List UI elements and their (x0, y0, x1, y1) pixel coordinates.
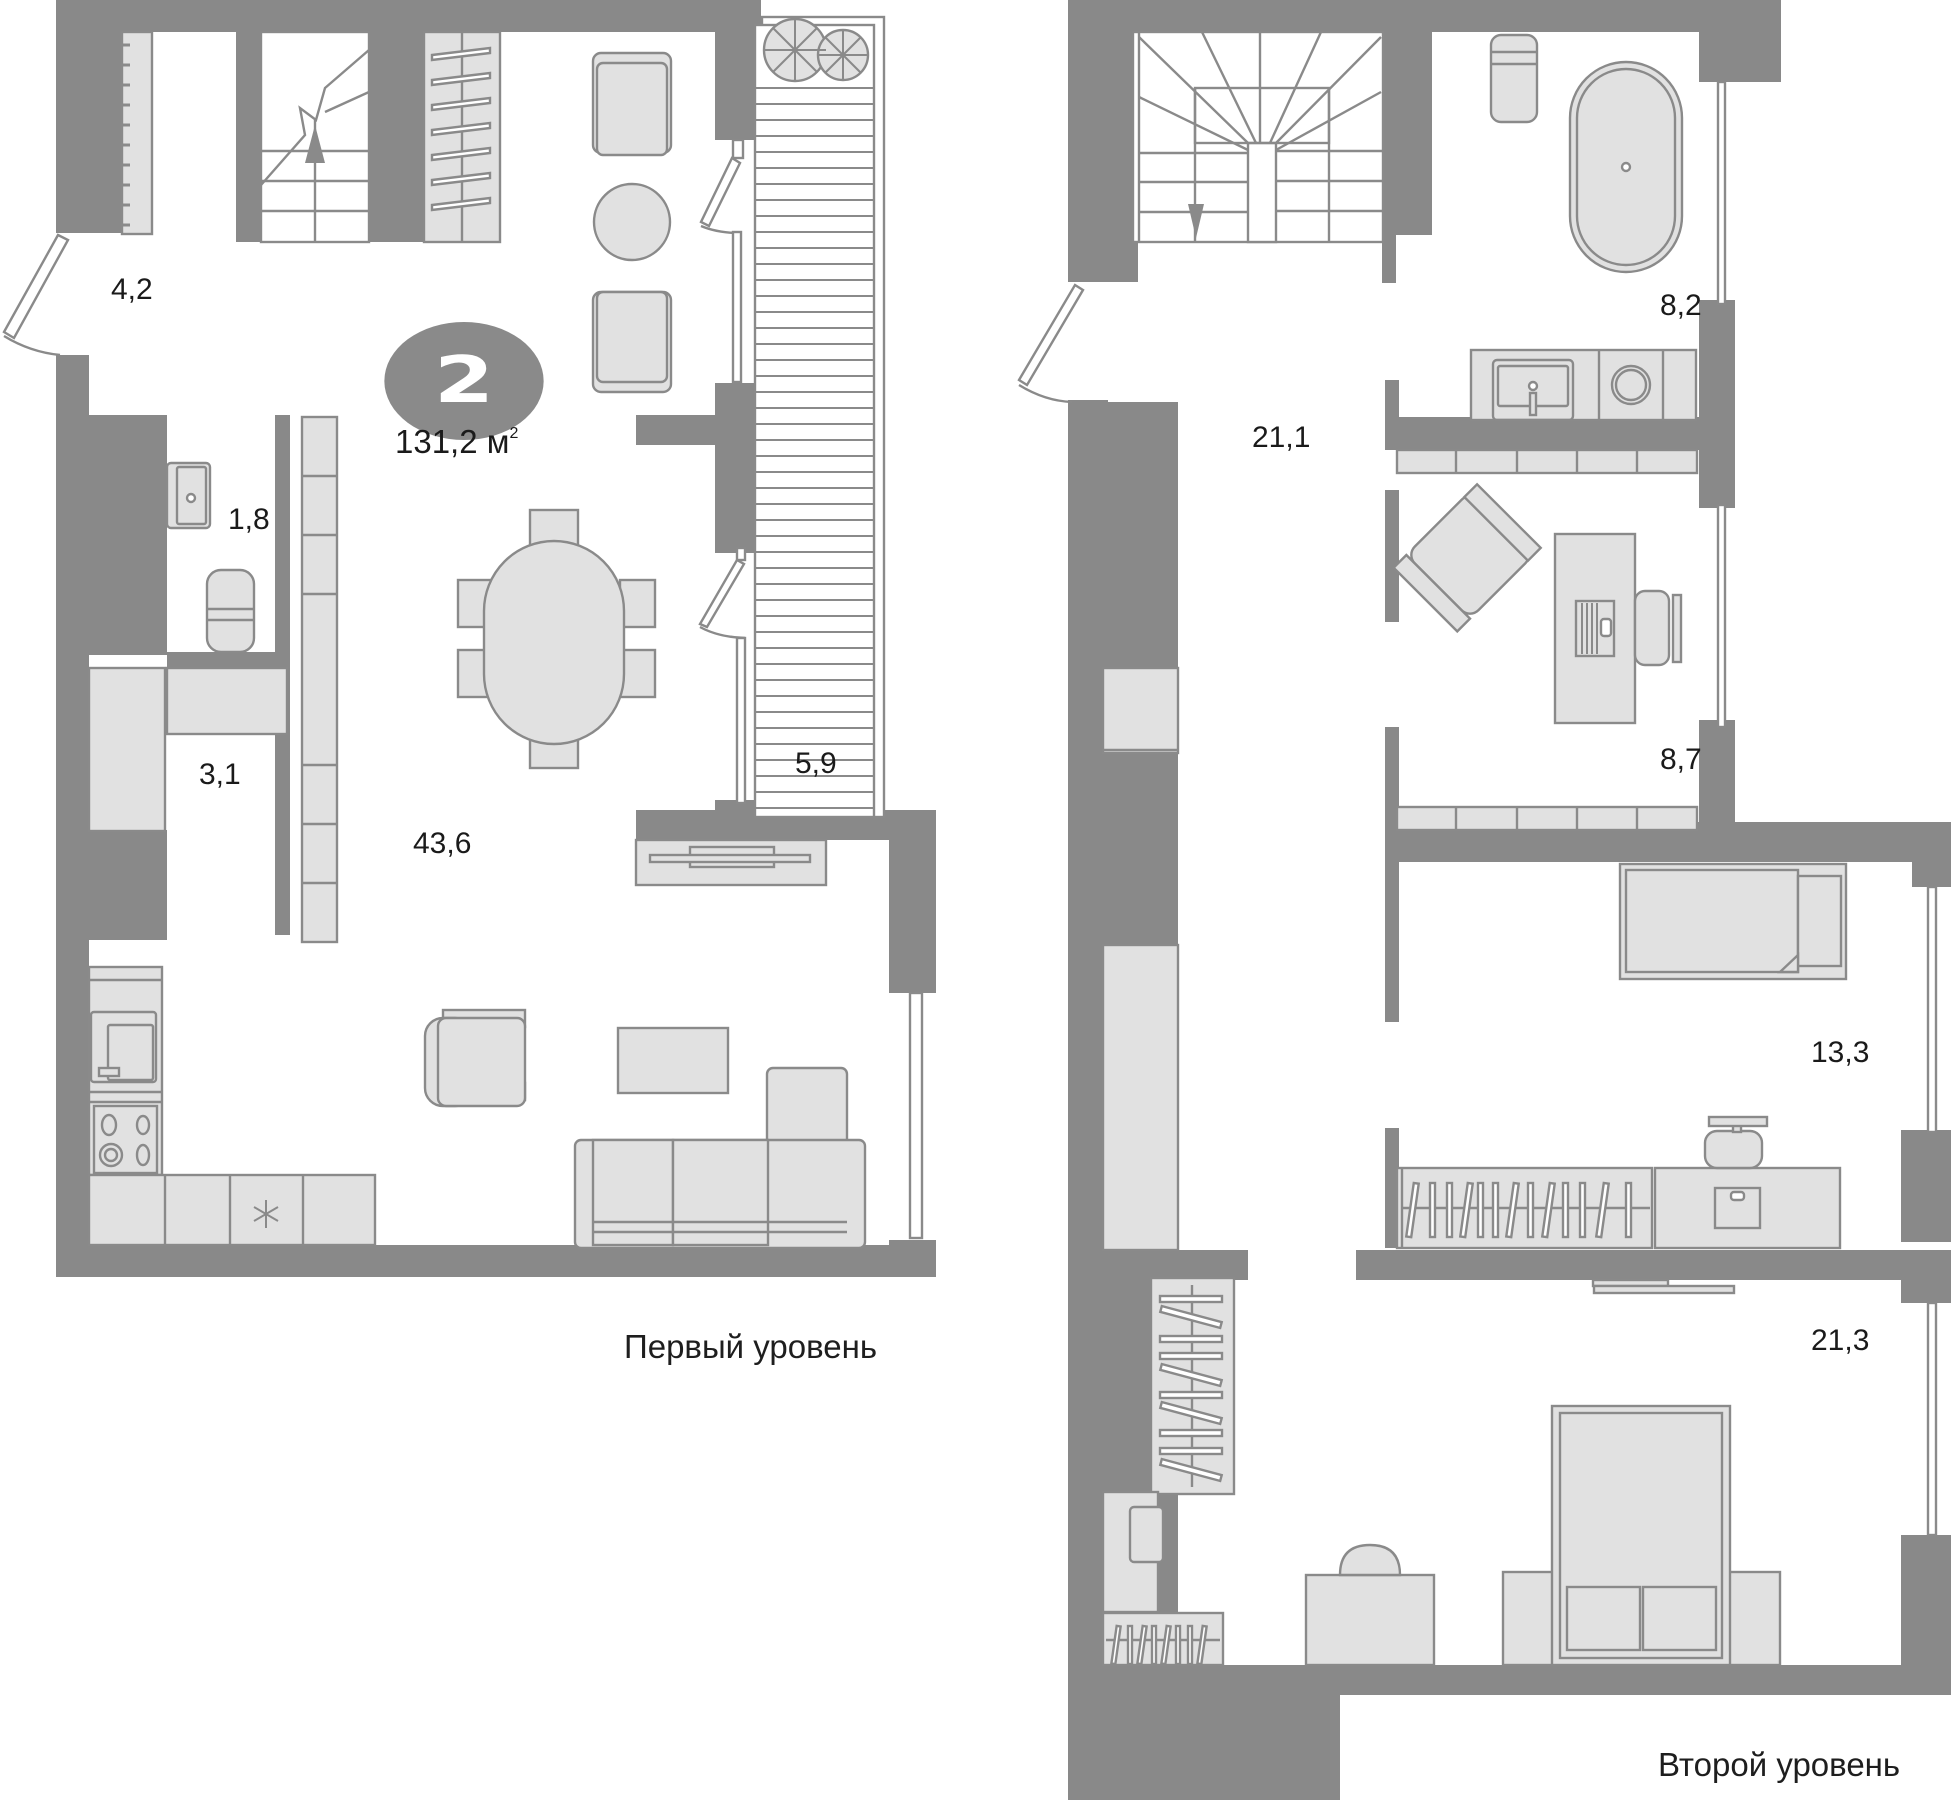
level-2-office-furniture (1391, 482, 1683, 725)
level-1-storage-shelves (87, 666, 289, 833)
level-1-lounge-set (591, 51, 673, 394)
level-1-hall-wardrobe (120, 30, 154, 236)
level-1-tall-cabinet (300, 415, 339, 944)
level-2-master-bedroom-furniture (1101, 1276, 1782, 1667)
room-area-level1-storage: 3,1 (199, 758, 241, 791)
level-1-staircase (259, 30, 371, 244)
room-area-level1-terrace: 5,9 (795, 747, 837, 780)
level-1-tv-stand (634, 838, 828, 887)
total-area: 131,2 м2 (395, 425, 518, 458)
level-1-window (908, 991, 924, 1240)
level-1-entry-door[interactable] (2, 233, 70, 357)
room-area-level2-office: 8,7 (1660, 743, 1702, 776)
terrace-plants-icon (762, 17, 870, 83)
level-2-bathroom-window (1716, 80, 1727, 306)
level-2-staircase (1131, 30, 1385, 244)
level-1-wc-fixtures (165, 461, 256, 654)
level-1-dining-table (456, 508, 657, 770)
room-area-level1-kitchen-living: 43,6 (413, 827, 472, 860)
level-1-walls (56, 0, 936, 1277)
level-2-plan (1017, 0, 1951, 1800)
level-2-small-bedroom-furniture (1395, 862, 1848, 1250)
terrace (753, 15, 886, 819)
room-area-level2-small-bedroom: 13,3 (1811, 1036, 1870, 1069)
terrace-door-1[interactable] (699, 138, 745, 384)
level-2-wall-tv (1591, 1278, 1736, 1295)
fridge-snowflake-icon (253, 1200, 279, 1228)
level-2-master-window (1926, 1301, 1938, 1537)
total-area-unit-sup: 2 (509, 425, 519, 442)
level-2-bathroom-fixtures (1469, 33, 1698, 422)
level-2-bedroom-window (1926, 885, 1938, 1134)
total-area-value: 131,2 м (395, 423, 510, 460)
level-2-shelf-row-1 (1395, 448, 1699, 475)
level-1-caption: Первый уровень (624, 1328, 878, 1365)
level-2-door[interactable] (1017, 283, 1085, 404)
terrace-door-2[interactable] (698, 546, 747, 805)
level-1-plan (2, 0, 936, 1277)
rooms-count-badge: 2 (384, 322, 544, 440)
level-2-office-window (1716, 503, 1727, 729)
room-area-level1-hall: 4,2 (111, 273, 153, 306)
room-area-level2-master-bedroom: 21,3 (1811, 1324, 1870, 1357)
level-2-shelf-row-2 (1395, 805, 1699, 832)
level-1-living-area (423, 1008, 867, 1250)
level-1-wardrobe-2 (422, 30, 502, 244)
level-1-kitchen (87, 965, 377, 1247)
stairs-up-arrow-icon (305, 125, 325, 163)
level-2-caption: Второй уровень (1658, 1746, 1901, 1783)
level-2-wall-cabinets (1101, 666, 1180, 1252)
room-area-level1-bathroom: 1,8 (228, 503, 270, 536)
room-area-level2-hall: 21,1 (1252, 421, 1311, 454)
cooktop-icon (92, 1104, 159, 1175)
room-area-level2-bathroom: 8,2 (1660, 289, 1702, 322)
stairs-down-arrow-icon (1188, 204, 1204, 238)
